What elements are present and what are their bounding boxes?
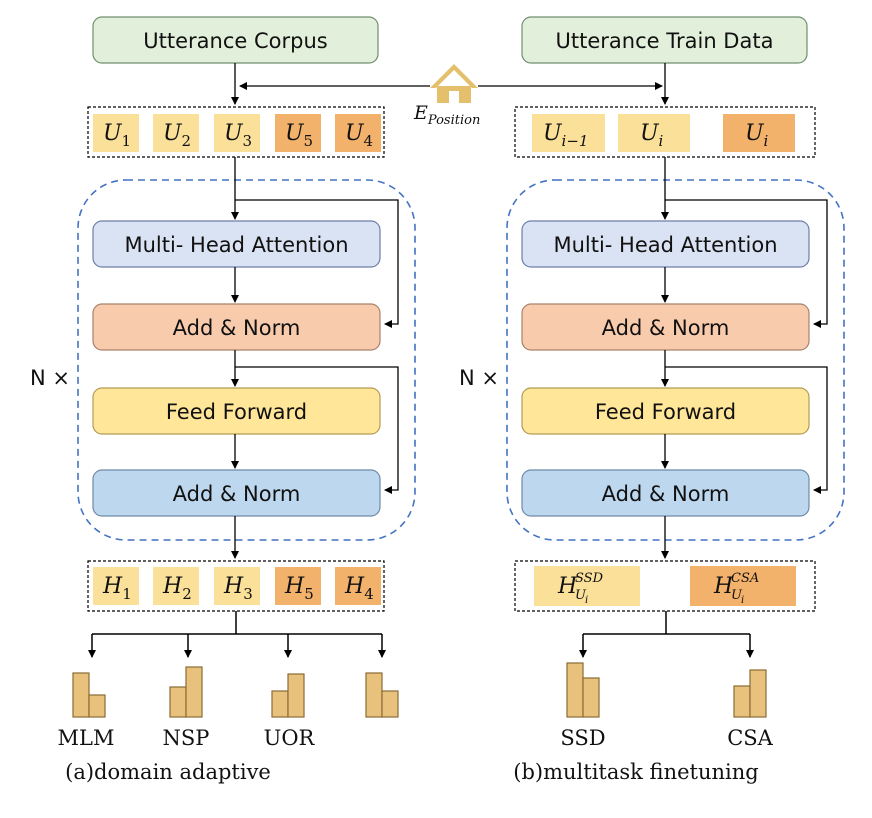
task-branch-arrows xyxy=(88,611,386,658)
right-task-branch-arrows xyxy=(579,611,754,658)
right-residual-arrow-2 xyxy=(665,366,828,494)
output-h2 xyxy=(153,567,199,605)
token-u-i-masked-label: Ui xyxy=(745,121,769,150)
caption-left: (a)domain adaptive xyxy=(65,760,271,784)
house-icon xyxy=(430,64,478,103)
token-row-frame xyxy=(87,106,385,158)
ssd-bar-icon xyxy=(566,662,600,718)
right-transformer-block-frame xyxy=(506,179,845,541)
feed-forward-label: Feed Forward xyxy=(166,400,307,424)
feed-forward-box xyxy=(92,387,381,435)
token-u-i-minus-1 xyxy=(532,114,605,152)
output-h-ssd xyxy=(534,566,640,606)
task-label-ssd: SSD xyxy=(560,726,605,750)
token-u1-label: U1 xyxy=(103,121,131,150)
right-add-norm-2-label: Add & Norm xyxy=(602,482,730,506)
token-u1 xyxy=(93,114,139,152)
svg-text:SSD: SSD xyxy=(575,571,604,586)
token-u3-label: U3 xyxy=(224,121,252,150)
right-output-row-frame xyxy=(514,560,816,612)
output-h5-label: H5 xyxy=(284,574,314,603)
task-label-mlm: MLM xyxy=(58,726,115,750)
add-norm-2-label: Add & Norm xyxy=(173,482,301,506)
residual-arrow-2 xyxy=(235,366,399,494)
nsp-bar-icon xyxy=(169,666,203,718)
token-u-i-label: Ui xyxy=(640,121,664,150)
token-u4 xyxy=(335,114,381,152)
output-h2-label: H2 xyxy=(162,574,192,603)
svg-text:i: i xyxy=(741,595,744,606)
right-feed-forward-label: Feed Forward xyxy=(595,400,736,424)
output-h4-label: H4 xyxy=(344,574,374,603)
utterance-train-data-label: Utterance Train Data xyxy=(556,29,774,53)
token-u5 xyxy=(275,114,321,152)
output-h3-label: H3 xyxy=(223,574,253,603)
token-u4-label: U4 xyxy=(345,121,373,150)
output-h3 xyxy=(214,567,260,605)
right-panel: Utterance Train Data Ui−1 Ui Ui Multi- H… xyxy=(459,16,845,784)
token-u-i-masked xyxy=(723,114,795,152)
task-label-csa: CSA xyxy=(727,726,773,750)
token-u-i xyxy=(618,114,690,152)
left-panel: Utterance Corpus U1 U2 U3 U5 U4 Multi- H… xyxy=(30,16,416,784)
position-embedding: EPosition xyxy=(239,64,663,128)
multi-head-attention-label: Multi- Head Attention xyxy=(124,233,348,257)
uor-bar-icon xyxy=(271,673,305,718)
output-h1-label: H1 xyxy=(102,574,132,603)
task-label-uor: UOR xyxy=(264,726,316,750)
right-output-row: H SSD U i H CSA U i xyxy=(534,566,796,606)
output-row-frame xyxy=(87,560,385,612)
token-u5-label: U5 xyxy=(285,121,313,150)
output-h4 xyxy=(335,567,381,605)
residual-arrow-1 xyxy=(235,199,399,328)
output-h-csa xyxy=(690,566,796,606)
token-u2-label: U2 xyxy=(163,121,191,150)
position-label: EPosition xyxy=(413,102,480,128)
task-label-nsp: NSP xyxy=(163,726,210,750)
mlm-bar-icon xyxy=(72,672,106,718)
csa-bar-icon xyxy=(733,669,767,718)
utterance-corpus-label: Utterance Corpus xyxy=(143,29,327,53)
multi-head-attention-box xyxy=(92,220,381,268)
svg-text:U: U xyxy=(575,588,587,603)
svg-text:H: H xyxy=(557,574,578,599)
output-h-ssd-label: H SSD U i xyxy=(557,571,604,606)
output-h1 xyxy=(93,567,139,605)
right-multi-head-attention-label: Multi- Head Attention xyxy=(553,233,777,257)
right-residual-arrow-1 xyxy=(665,199,828,328)
token-u2 xyxy=(153,114,199,152)
token-u3 xyxy=(214,114,260,152)
add-norm-2-box xyxy=(92,469,381,517)
add-norm-1-label: Add & Norm xyxy=(173,316,301,340)
token-row: U1 U2 U3 U5 U4 xyxy=(93,114,381,152)
fourth-task-bar-icon xyxy=(365,672,399,718)
svg-text:U: U xyxy=(731,588,743,603)
right-add-norm-1-label: Add & Norm xyxy=(602,316,730,340)
svg-text:CSA: CSA xyxy=(731,571,759,586)
right-token-row: Ui−1 Ui Ui xyxy=(532,114,795,152)
caption-right: (b)multitask finetuning xyxy=(513,760,758,784)
repeat-label: N × xyxy=(30,366,70,390)
add-norm-1-box xyxy=(92,303,381,351)
output-row: H1 H2 H3 H5 H4 xyxy=(93,567,381,605)
svg-text:i: i xyxy=(585,595,588,606)
output-h-csa-label: H CSA U i xyxy=(713,571,759,606)
right-repeat-label: N × xyxy=(459,366,499,390)
svg-text:H: H xyxy=(713,574,734,599)
transformer-block-frame xyxy=(77,179,416,541)
token-u-i-minus-1-label: Ui−1 xyxy=(543,121,588,150)
output-h5 xyxy=(275,567,321,605)
